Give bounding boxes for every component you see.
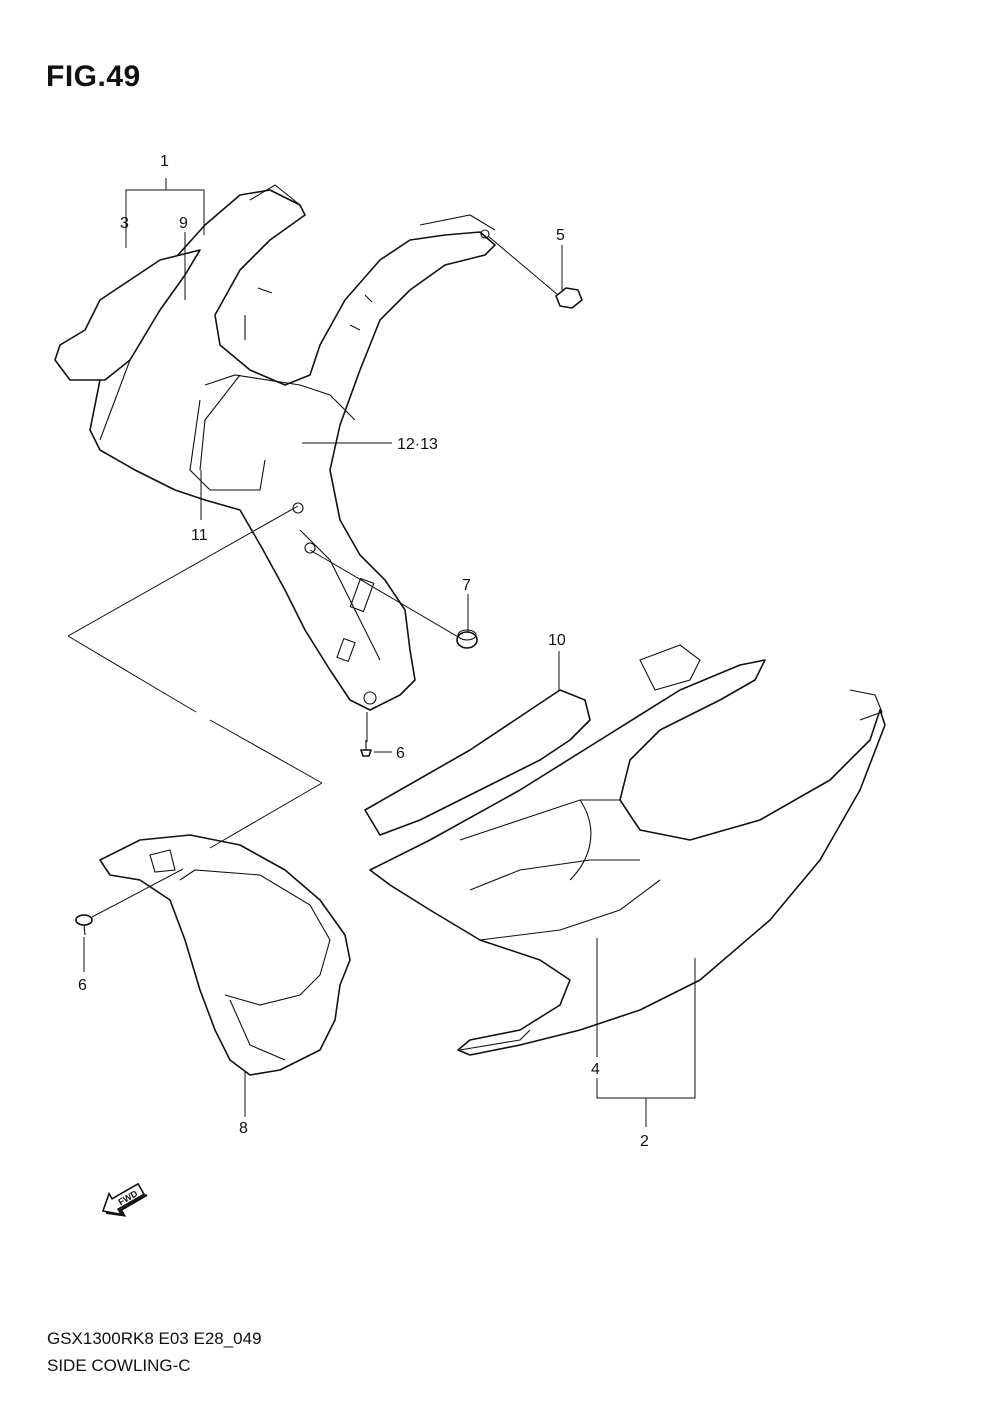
screw-6a-part xyxy=(360,740,372,757)
callout-5: 5 xyxy=(556,227,565,244)
callout-10: 10 xyxy=(548,632,566,649)
callout-7: 7 xyxy=(462,577,471,594)
callout-6-upper: 6 xyxy=(396,745,405,762)
leader-lines xyxy=(67,178,696,1127)
callout-1: 1 xyxy=(160,153,169,170)
callout-8: 8 xyxy=(239,1120,248,1137)
figure-title: FIG.49 xyxy=(46,60,141,93)
cover-part xyxy=(364,689,591,836)
grommet-7-part xyxy=(456,629,478,649)
lower-inner-cowling-part xyxy=(99,834,351,1076)
callout-2: 2 xyxy=(640,1133,649,1150)
callout-9: 9 xyxy=(179,215,188,232)
side-cowling-part xyxy=(369,644,886,1056)
screw-6b-part xyxy=(75,914,93,936)
fwd-arrow-icon: FWD xyxy=(101,1182,148,1217)
callout-11: 11 xyxy=(191,527,208,544)
callout-4: 4 xyxy=(591,1061,600,1078)
footer-part-name: SIDE COWLING-C xyxy=(47,1356,191,1375)
callout-6-lower: 6 xyxy=(78,977,87,994)
footer-model-code: GSX1300RK8 E03 E28_049 xyxy=(47,1329,262,1348)
callout-12-13: 12·13 xyxy=(397,436,438,453)
nut-5-part xyxy=(555,287,583,309)
callout-3: 3 xyxy=(120,215,129,232)
